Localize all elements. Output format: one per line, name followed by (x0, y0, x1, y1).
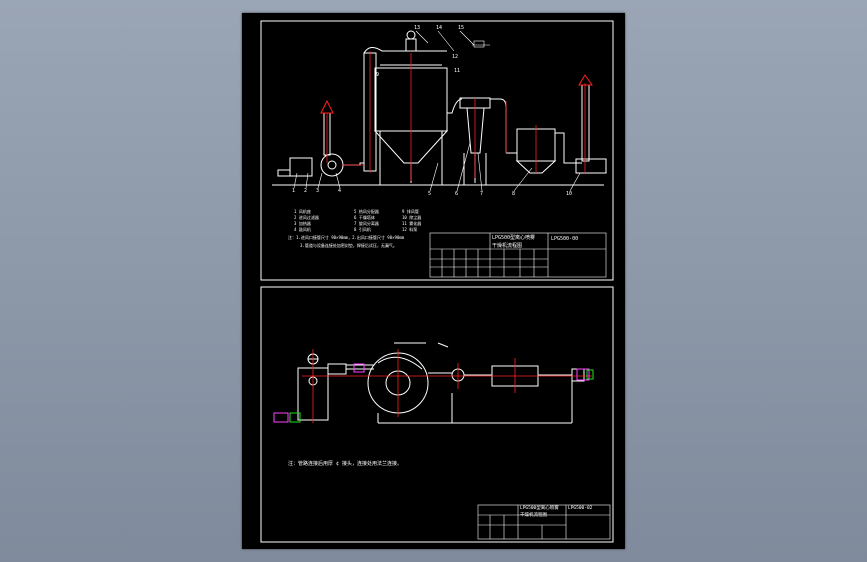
part-label-13: 13 (414, 25, 421, 31)
svg-text:2 进风过滤器: 2 进风过滤器 (294, 214, 319, 220)
part-label-14: 14 (436, 25, 443, 31)
part-label-12: 12 (452, 54, 459, 60)
bottom-highlights (273, 363, 594, 423)
drawing-sheet[interactable]: 1 风机座 2 进风过滤器 3 加热器 4 鼓风机 5 热风分配器 6 干燥塔体… (242, 13, 625, 549)
bottom-note: 注：管路连接后用厚 ¢ 接头，连接处用法兰连接。 (288, 461, 403, 467)
top-note-line2: 3.管道与设备连接处加密封垫，焊接后试压，无漏气。 (300, 243, 397, 248)
top-title-block-grid (429, 232, 607, 278)
top-flow-diagram (272, 30, 607, 186)
part-label-10: 10 (566, 191, 573, 197)
parts-list: 1 风机座 2 进风过滤器 3 加热器 4 鼓风机 5 热风分配器 6 干燥塔体… (294, 208, 421, 232)
svg-text:12 料泵: 12 料泵 (402, 226, 417, 232)
top-view-frame (260, 20, 614, 281)
part-label-8: 8 (512, 191, 516, 197)
svg-text:7 旋风分离器: 7 旋风分离器 (354, 220, 379, 226)
top-title-line1: LPG500型离心喷雾 (492, 235, 536, 241)
part-label-6: 6 (455, 191, 459, 197)
part-label-11: 11 (454, 68, 461, 74)
part-label-1: 1 (292, 188, 296, 194)
part-label-2: 2 (304, 188, 308, 194)
part-label-9: 9 (376, 72, 380, 78)
svg-text:9 排风管: 9 排风管 (402, 208, 419, 214)
top-title-line2: 干燥机流程图 (492, 243, 523, 249)
svg-text:10 除尘器: 10 除尘器 (402, 214, 421, 220)
bottom-centerlines (302, 349, 592, 423)
cad-drawing: 1 风机座 2 进风过滤器 3 加热器 4 鼓风机 5 热风分配器 6 干燥塔体… (260, 20, 614, 543)
top-leaders (293, 30, 581, 192)
part-label-7: 7 (480, 191, 484, 197)
part-label-5: 5 (428, 191, 432, 197)
svg-text:6 干燥塔体: 6 干燥塔体 (354, 214, 375, 220)
top-note-line1: 注：1.进风口接管尺寸 90×90mm，2.出风口接管尺寸 90×90mm (288, 235, 405, 240)
part-label-3: 3 (316, 188, 320, 194)
bottom-drawing-number: LPG500-02 (568, 506, 593, 511)
bottom-title-block-grid (477, 504, 611, 540)
bottom-title-line1: LPG500型离心喷雾 (520, 506, 559, 511)
svg-text:1 风机座: 1 风机座 (294, 208, 311, 214)
bottom-plan-diagram (297, 342, 585, 424)
svg-text:11 雾化器: 11 雾化器 (402, 220, 421, 226)
svg-text:4 鼓风机: 4 鼓风机 (294, 226, 311, 232)
part-label-15: 15 (458, 25, 465, 31)
part-label-4: 4 (338, 188, 342, 194)
top-centerlines (326, 51, 586, 181)
top-drawing-number: LPG500-00 (551, 236, 579, 242)
svg-text:5 热风分配器: 5 热风分配器 (354, 208, 379, 214)
bottom-title-line2: 干燥机流程图 (520, 513, 547, 518)
svg-text:8 引风机: 8 引风机 (354, 226, 371, 232)
svg-text:3 加热器: 3 加热器 (294, 220, 311, 226)
bottom-view-frame (260, 286, 614, 543)
